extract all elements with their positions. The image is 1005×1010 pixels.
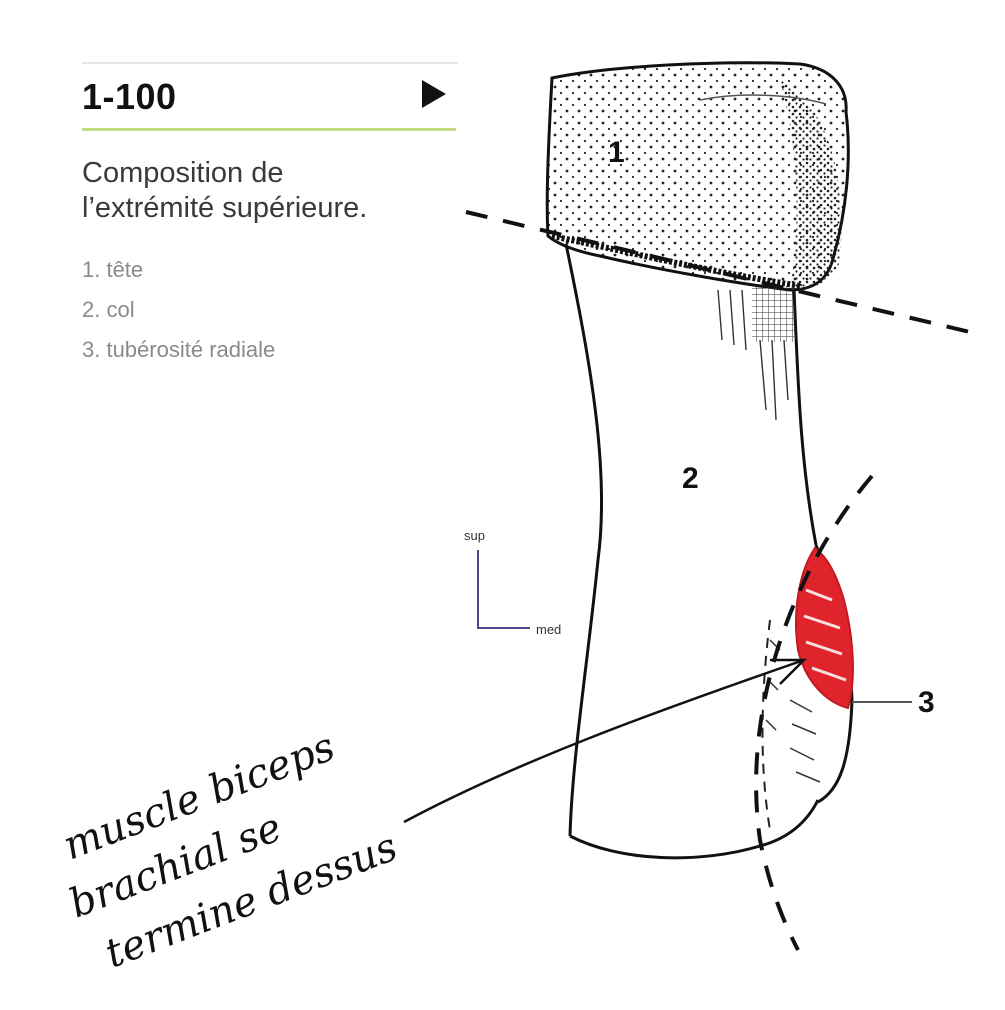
figure-title-line-2: l’extrémité supérieure. [82,192,368,224]
play-arrow-icon [422,80,446,108]
dashed-line-upper [465,210,971,334]
figure-title-line-1: Composition de [82,157,284,189]
orientation-med-label: med [536,622,561,637]
radial-neck [564,243,820,860]
legend-item-tuberosity: 3. tubérosité radiale [82,337,276,362]
orientation-sup-label: sup [464,528,485,543]
figure-number: 1-100 [82,76,177,117]
accent-divider [82,128,456,131]
figure-title: Composition de l’extrémité supérieure. [82,156,462,226]
biceps-insertion-highlight [795,546,854,710]
radial-head [545,61,850,292]
figure-legend: 1. tête 2. col 3. tubérosité radiale [82,250,275,370]
orientation-marker: sup med [464,528,561,637]
label-2: 2 [682,462,699,495]
legend-item-head: 1. tête [82,257,144,282]
handwritten-note: muscle biceps brachial se termine dessus [57,724,403,978]
label-1: 1 [608,136,625,169]
legend-item-neck: 2. col [82,297,135,322]
top-divider [82,62,458,64]
label-3: 3 [918,686,935,719]
dashed-line-lower [754,474,874,951]
annotation-arrow [403,658,808,824]
